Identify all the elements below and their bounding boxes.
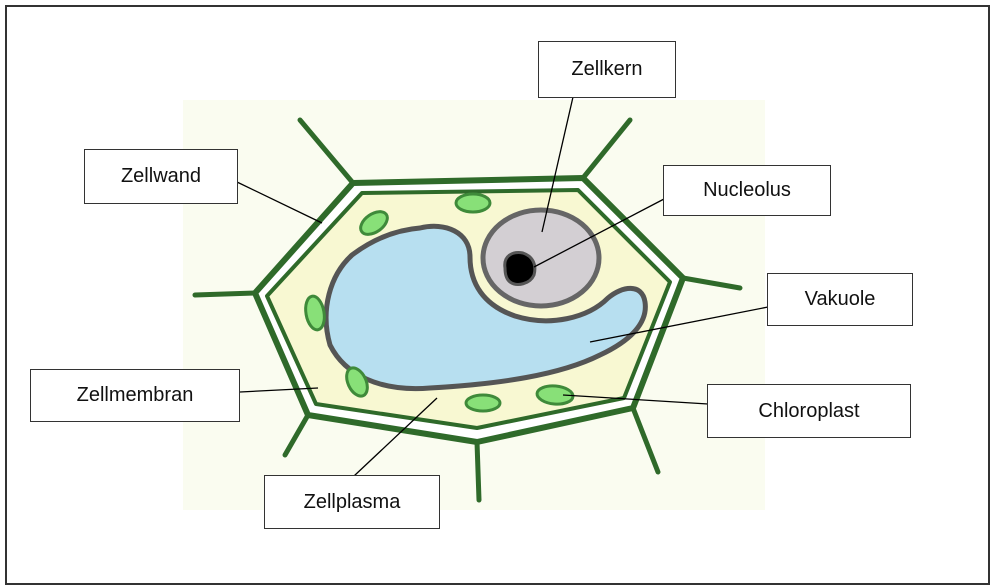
label-zellplasma: Zellplasma (264, 475, 440, 529)
chloroplast-5 (466, 395, 500, 411)
label-zellwand: Zellwand (84, 149, 238, 204)
label-zellmembran: Zellmembran (30, 369, 240, 422)
label-zellkern: Zellkern (538, 41, 676, 98)
label-nucleolus: Nucleolus (663, 165, 831, 216)
label-chloroplast: Chloroplast (707, 384, 911, 438)
chloroplast-1 (456, 194, 490, 212)
nucleolus (505, 253, 535, 285)
nucleus (483, 210, 599, 306)
label-vakuole: Vakuole (767, 273, 913, 326)
